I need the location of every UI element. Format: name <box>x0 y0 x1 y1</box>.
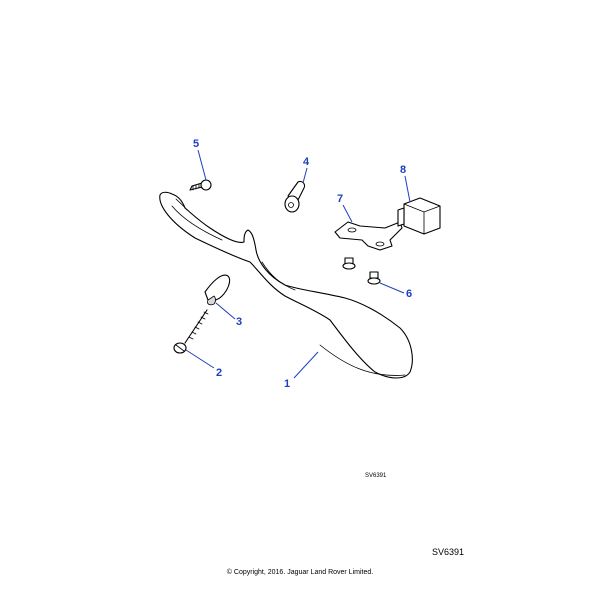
part-6-screws <box>342 257 381 285</box>
callout-5: 5 <box>193 138 199 150</box>
part-4-fastener <box>284 180 306 213</box>
part-1-trim-panel <box>159 191 413 379</box>
part-5-screw <box>189 179 212 191</box>
callout-1: 1 <box>284 378 290 390</box>
leader-6 <box>379 282 405 294</box>
callout-6: 6 <box>406 288 412 300</box>
callout-8: 8 <box>400 164 406 176</box>
callout-3: 3 <box>236 316 242 328</box>
leader-7 <box>342 204 353 223</box>
leader-5 <box>197 149 207 181</box>
figure-reference-small: SV6391 <box>365 473 387 479</box>
leader-4 <box>302 167 308 184</box>
leader-8 <box>404 175 411 203</box>
part-8-module <box>397 197 441 235</box>
callout-4: 4 <box>303 156 310 168</box>
part-3-clip <box>204 274 231 306</box>
part-2-screw <box>173 309 209 354</box>
leader-1 <box>293 351 319 379</box>
copyright-notice: © Copyright, 2016. Jaguar Land Rover Lim… <box>226 569 374 576</box>
callout-7: 7 <box>337 193 343 205</box>
leader-2 <box>185 349 215 369</box>
figure-reference: SV6391 <box>432 547 465 557</box>
leader-3 <box>215 302 236 320</box>
callout-2: 2 <box>216 367 222 379</box>
part-7-bracket <box>334 221 403 251</box>
